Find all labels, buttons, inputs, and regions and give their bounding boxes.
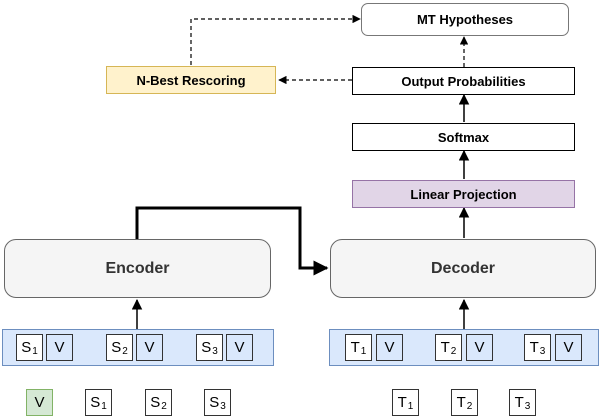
arrow-encoder-to-decoder [135,206,329,276]
target-input-strip [329,329,599,366]
encoder-box: Encoder [4,239,271,298]
softmax-box: Softmax [352,123,575,151]
decoder-label: Decoder [430,259,496,277]
output-probabilities-box: Output Probabilities [352,67,575,95]
target-vocab-2: V [466,334,493,361]
target-vocab-1: V [376,334,403,361]
softmax-label: Softmax [437,129,490,145]
source-vocab-3: V [226,334,253,361]
nbest-rescoring-label: N-Best Rescoring [136,72,246,88]
linear-projection-box: Linear Projection [352,180,575,208]
mt-hypotheses-box: MT Hypotheses [361,3,569,36]
linear-projection-label: Linear Projection [410,186,517,202]
target-vocab-3: V [555,334,582,361]
encoder-label: Encoder [105,259,170,277]
source-vocab-2: V [136,334,163,361]
decoder-box: Decoder [330,239,596,298]
source-vocab-1: V [46,334,73,361]
legend-vocab-token: V [26,389,53,416]
nbest-rescoring-box: N-Best Rescoring [106,66,276,94]
output-probabilities-label: Output Probabilities [401,73,526,89]
arrow-nbest-to-mt [190,14,361,65]
mt-hypotheses-label: MT Hypotheses [416,12,514,27]
